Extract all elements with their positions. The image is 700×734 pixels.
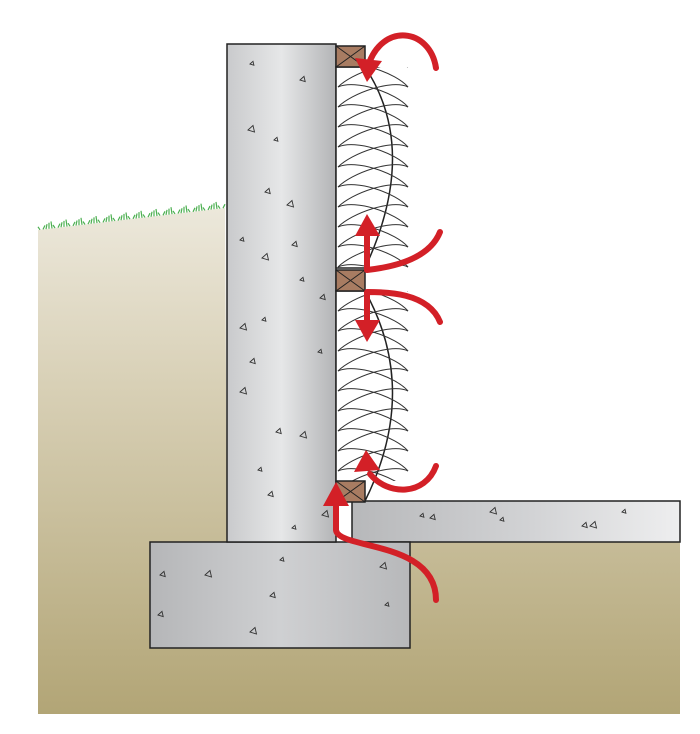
foundation-wall (226, 43, 337, 543)
grass (37, 201, 226, 231)
arrow-under-slab (323, 482, 439, 603)
insulation-lower (335, 290, 409, 502)
floor-slab (351, 500, 681, 543)
arrow-top (355, 32, 439, 82)
soil (38, 208, 680, 714)
arrow-middle-down (355, 289, 443, 342)
footing (149, 541, 411, 649)
concrete-aggregate (157, 60, 627, 635)
arrow-lower (354, 450, 439, 493)
arrow-middle-up (355, 214, 443, 273)
insulation-upper (335, 66, 409, 270)
wood-block-middle (335, 269, 366, 292)
